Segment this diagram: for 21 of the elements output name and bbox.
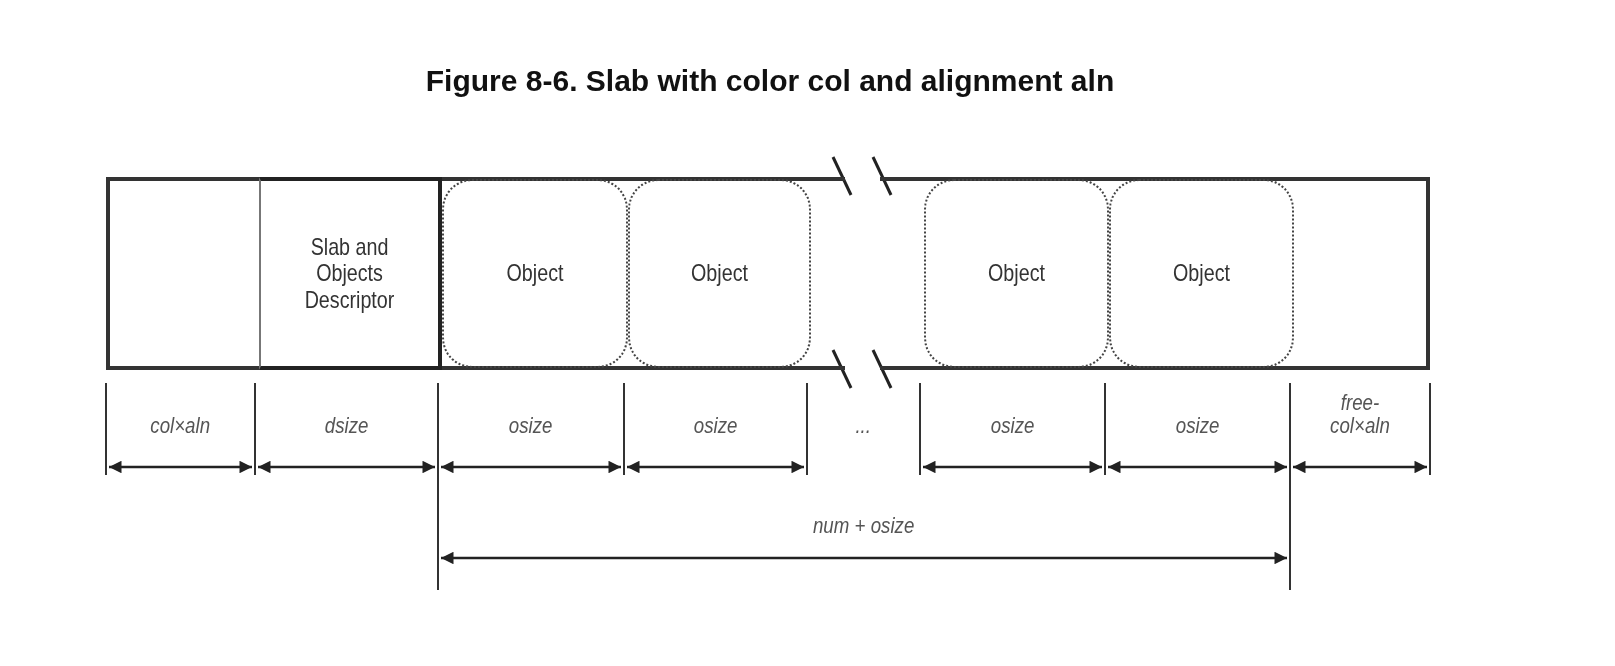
box-label: Object <box>690 260 749 287</box>
dimension-label: dsize <box>324 413 369 437</box>
object-box <box>442 179 628 368</box>
dimension-label: osize <box>693 413 738 437</box>
box-label: Object <box>505 260 565 287</box>
box-label: Slab and Objects Descriptor <box>303 233 396 314</box>
box-label: Object <box>1172 260 1231 287</box>
dimension-label: num + osize <box>813 513 915 537</box>
dimension-label: free-col×aln <box>1329 390 1391 437</box>
object-box <box>628 179 811 368</box>
slab-box <box>106 177 1430 370</box>
object-box <box>924 179 1109 368</box>
figure-title: Figure 8-6. Slab with color col and alignment aln <box>425 64 1115 97</box>
dimension-label: osize <box>509 413 553 437</box>
dimension-label: ... <box>855 413 872 437</box>
dimension-label: osize <box>1175 413 1220 437</box>
box-label: Object <box>987 260 1046 287</box>
dimension-label: col×aln <box>150 413 211 437</box>
object-box <box>1109 179 1294 368</box>
descriptor-box <box>259 177 442 370</box>
dimension-label: osize <box>990 413 1035 437</box>
